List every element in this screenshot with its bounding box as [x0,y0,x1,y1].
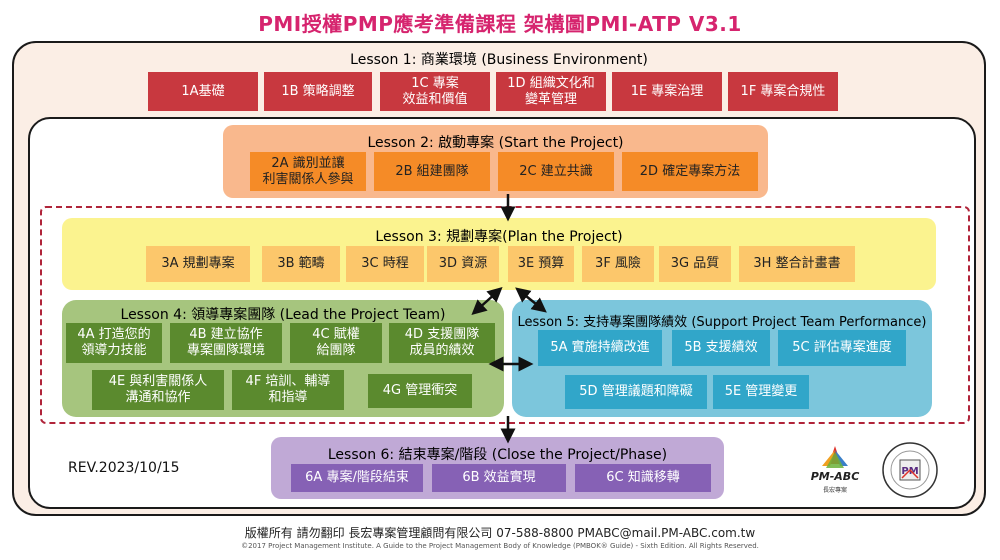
lesson3-item-3b: 3B 範疇 [262,246,340,282]
lesson1-heading: Lesson 1: 商業環境 (Business Environment) [350,52,648,68]
lesson5-item-5a: 5A 實施持續改進 [538,330,662,366]
logo-tagline: 長宏專案 [823,486,847,494]
lesson3-item-3d: 3D 資源 [427,246,499,282]
lesson3-item-3f: 3F 風險 [582,246,654,282]
lesson4-item-4g: 4G 管理衝突 [368,374,472,408]
lesson5-item-5e: 5E 管理變更 [713,375,809,409]
lesson3-item-3e: 3E 預算 [508,246,574,282]
lesson2-heading: Lesson 2: 啟動專案 (Start the Project) [367,135,624,151]
lesson4-item-4a: 4A 打造您的 領導力技能 [66,323,162,363]
diagram-title: PMI授權PMP應考準備課程 架構圖PMI-ATP V3.1 [258,12,742,36]
lesson3-item-3h: 3H 整合計畫書 [739,246,855,282]
lesson6-item-6a: 6A 專案/階段結束 [291,464,423,492]
footer-copyright: 版權所有 請勿翻印 長宏專案管理顧問有限公司 07-588-8800 PMABC… [244,526,756,540]
lesson3-heading: Lesson 3: 規劃專案(Plan the Project) [375,229,623,245]
lesson6-heading: Lesson 6: 結束專案/階段 (Close the Project/Pha… [327,447,668,463]
pm-abc-logo: PM-ABC 長宏專案 [811,446,860,494]
lesson1-item-1e: 1E 專案治理 [612,72,722,111]
lesson1-item-1b: 1B 策略調整 [264,72,372,111]
lesson3-item-3g: 3G 品質 [659,246,731,282]
lesson1-item-1f: 1F 專案合規性 [728,72,838,111]
lesson2-item-2a: 2A 識別並讓 利害關係人參與 [250,152,366,191]
lesson2-item-2b: 2B 組建團隊 [374,152,490,191]
lesson3-item-3c: 3C 時程 [346,246,424,282]
logo-name: PM-ABC [811,470,860,483]
lesson2-item-2c: 2C 建立共識 [498,152,614,191]
lesson6-item-6c: 6C 知識移轉 [575,464,711,492]
lesson1-item-1c: 1C 專案 效益和價值 [380,72,490,111]
lesson5-heading: Lesson 5: 支持專案團隊績效 (Support Project Team… [517,315,927,330]
lesson5-item-5d: 5D 管理議題和障礙 [565,375,707,409]
lesson4-item-4f: 4F 培訓、輔導 和指導 [232,370,344,410]
revision-date: REV.2023/10/15 [68,460,180,476]
lesson6-item-6b: 6B 效益實現 [432,464,566,492]
lesson2-item-2d: 2D 確定專案方法 [622,152,758,191]
lesson3-item-3a: 3A 規劃專案 [146,246,250,282]
seal-text: PM [901,466,918,477]
lesson4-heading: Lesson 4: 領導專案團隊 (Lead the Project Team) [120,307,446,323]
lesson4-item-4c: 4C 賦權 給團隊 [290,323,382,363]
lesson4-item-4e: 4E 與利害關係人 溝通和協作 [92,370,224,410]
lesson4-item-4b: 4B 建立協作 專案團隊環境 [170,323,282,363]
lesson1-item-1a: 1A基礎 [148,72,258,111]
footer-pmi-notice: ©2017 Project Management Institute. A Gu… [241,542,759,550]
lesson5-item-5b: 5B 支援績效 [672,330,770,366]
lesson4-item-4d: 4D 支援團隊 成員的績效 [389,323,495,363]
pmi-atp-seal: PM [882,442,938,498]
lesson1-item-1d: 1D 組織文化和 變革管理 [496,72,606,111]
lesson5-item-5c: 5C 評估專案進度 [778,330,906,366]
